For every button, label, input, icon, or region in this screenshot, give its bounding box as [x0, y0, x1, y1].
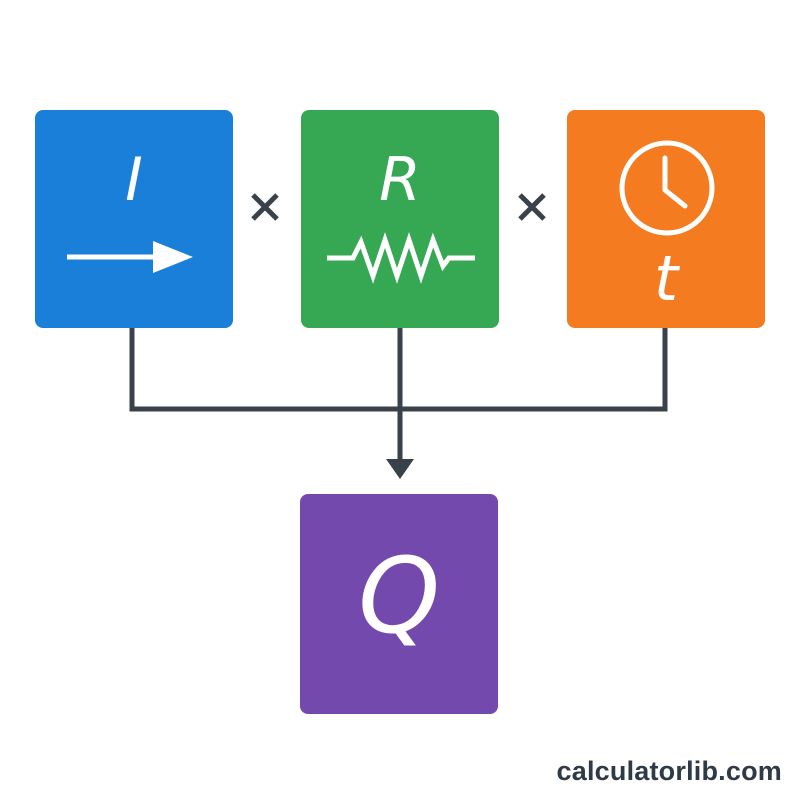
current-symbol: I: [125, 145, 143, 215]
current-box: I: [35, 110, 233, 328]
arrow-down-icon: [386, 459, 414, 479]
resistance-symbol: R: [379, 145, 421, 215]
resistor-icon: [327, 232, 475, 284]
resistance-box: R: [301, 110, 499, 328]
time-symbol: t: [653, 242, 679, 315]
heat-box: Q: [300, 494, 498, 714]
multiply-icon: [251, 193, 279, 221]
time-box: t: [567, 110, 765, 328]
multiply-icon: [518, 193, 546, 221]
heat-symbol: Q: [358, 535, 440, 657]
connector-from-time: [400, 328, 668, 412]
clock-icon: [619, 140, 715, 236]
site-watermark: calculatorlib.com: [556, 756, 782, 786]
connector-from-current: [129, 328, 400, 412]
arrow-right-icon: [67, 241, 193, 273]
